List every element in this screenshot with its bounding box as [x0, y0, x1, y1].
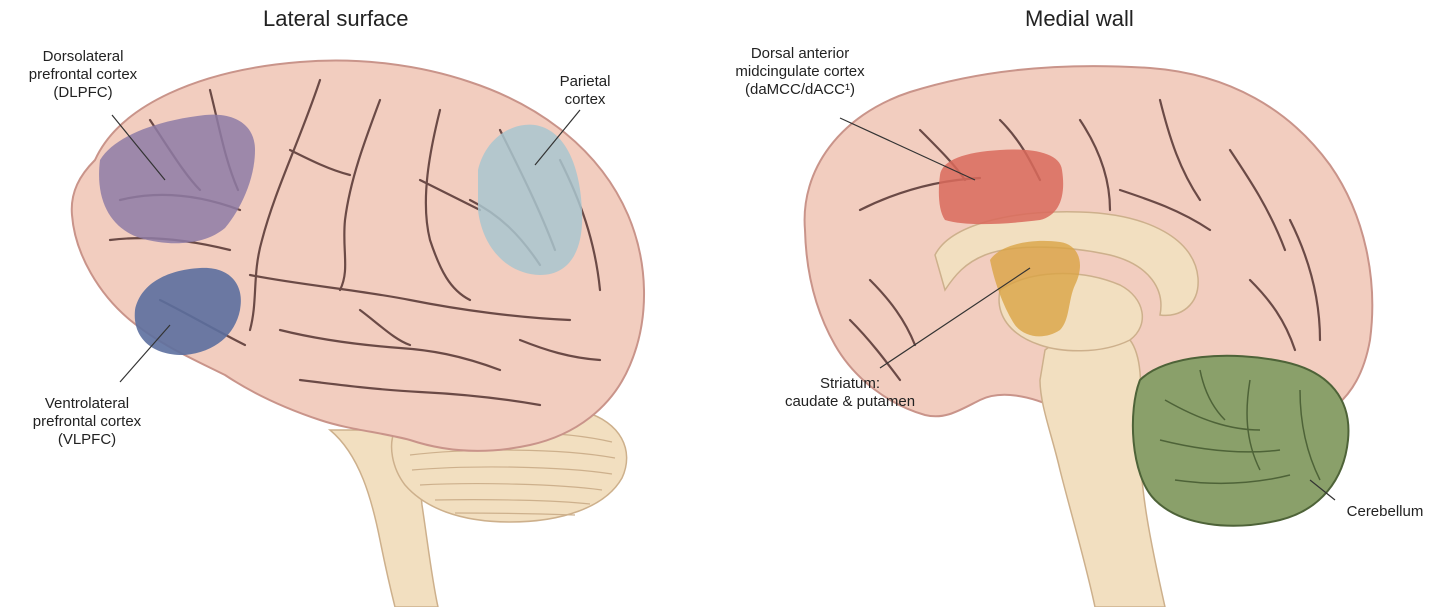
label-parietal: Parietal cortex — [540, 73, 630, 109]
label-vlpfc-line-3: (VLPFC) — [12, 431, 162, 449]
label-vlpfc: Ventrolateral prefrontal cortex (VLPFC) — [12, 395, 162, 449]
label-cerebellum-line-1: Cerebellum — [1330, 503, 1440, 521]
label-parietal-line-2: cortex — [540, 91, 630, 109]
lateral-panel-title: Lateral surface — [263, 6, 409, 32]
label-vlpfc-line-1: Ventrolateral — [12, 395, 162, 413]
label-damcc-line-3: (daMCC/dACC¹) — [700, 81, 900, 99]
label-damcc-line-1: Dorsal anterior — [700, 45, 900, 63]
label-striatum-line-1: Striatum: — [770, 375, 930, 393]
label-cerebellum: Cerebellum — [1330, 503, 1440, 521]
label-striatum: Striatum: caudate & putamen — [770, 375, 930, 411]
label-vlpfc-line-2: prefrontal cortex — [12, 413, 162, 431]
label-dlpfc-line-3: (DLPFC) — [8, 84, 158, 102]
label-damcc-line-2: midcingulate cortex — [700, 63, 900, 81]
medial-brain — [805, 66, 1373, 607]
label-striatum-line-2: caudate & putamen — [770, 393, 930, 411]
lateral-brain — [72, 61, 644, 607]
label-dlpfc-line-1: Dorsolateral — [8, 48, 158, 66]
medial-panel-title: Medial wall — [1025, 6, 1134, 32]
label-damcc: Dorsal anterior midcingulate cortex (daM… — [700, 45, 900, 99]
label-dlpfc-line-2: prefrontal cortex — [8, 66, 158, 84]
damcc-region — [939, 150, 1063, 225]
label-dlpfc: Dorsolateral prefrontal cortex (DLPFC) — [8, 48, 158, 102]
label-parietal-line-1: Parietal — [540, 73, 630, 91]
